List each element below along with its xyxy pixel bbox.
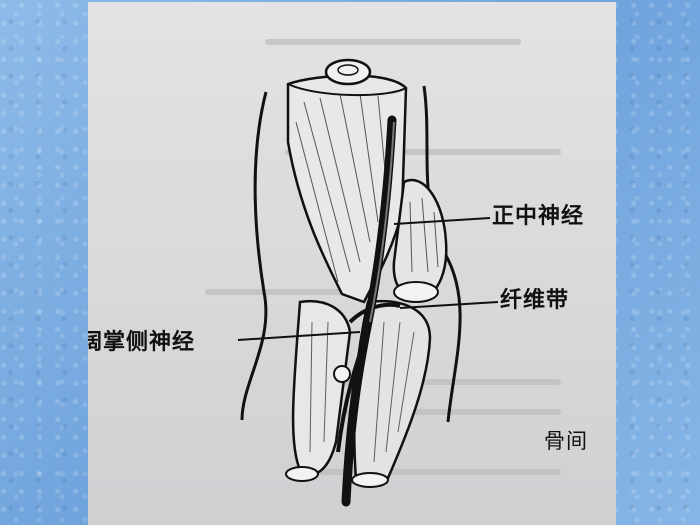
- palmar-cutaneous-branch: [336, 331, 370, 453]
- lower-muscle-cut-end-left: [285, 466, 319, 482]
- median-nerve: [341, 115, 397, 507]
- median-nerve-label: 正中神经: [492, 204, 585, 229]
- palmar-nerve-leader-line: [237, 331, 361, 341]
- interosseous-label: 骨间: [544, 429, 588, 453]
- forearm-anatomy-drawing: [205, 39, 561, 507]
- lower-muscle-cut-end-right: [351, 472, 389, 488]
- median-nerve-highlight: [369, 121, 395, 323]
- lower-muscle-left: [291, 299, 352, 476]
- fibrous-band-leader-line: [399, 301, 499, 309]
- muscle-top-rim: [287, 83, 407, 97]
- palmar-cutaneous-nerve-label: 阔掌侧神经: [88, 330, 196, 355]
- median-nerve-leader-line: [393, 217, 491, 225]
- small-vessel-cross-section: [333, 365, 351, 383]
- anatomy-illustration-photo: 正中神经 纤维带 阔掌侧神经 骨间: [88, 2, 616, 525]
- fibrous-band-label: 纤维带: [500, 288, 570, 313]
- right-muscle-cut-end: [393, 281, 439, 303]
- muscle-fibers: [295, 93, 389, 283]
- lower-muscle-fibers: [309, 321, 415, 463]
- bone-marrow-top: [337, 64, 359, 76]
- right-cut-muscle: [392, 178, 448, 300]
- bone-cross-section-top: [324, 58, 372, 86]
- left-skin-contour: [240, 91, 268, 421]
